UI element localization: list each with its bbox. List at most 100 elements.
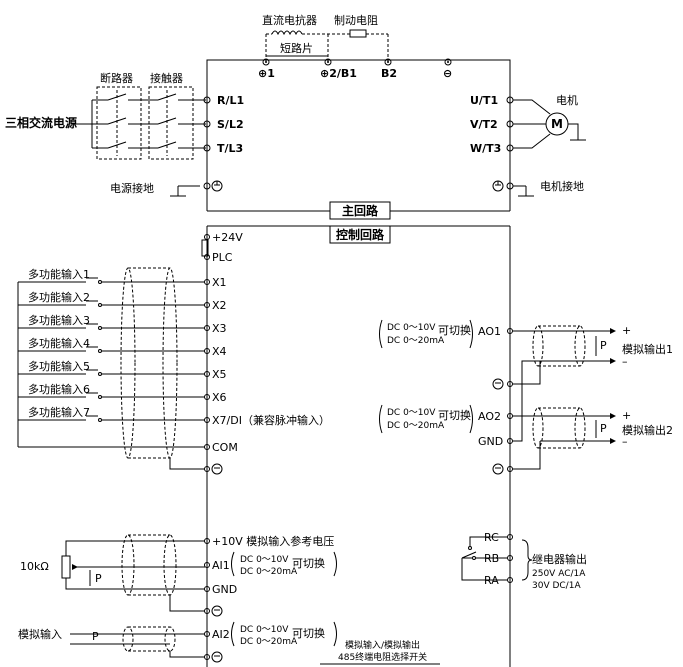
terminal-10v: +10V 模拟输入参考电压 [212,534,334,548]
svg-text:DC 0～10V: DC 0～10V [387,408,436,418]
contactor-label: 接触器 [150,71,183,85]
input-row-4: 多功能输入4 X4 [18,336,227,358]
relay-rating-ac: 250V AC/1A [532,569,586,579]
terminal-gnd-ao: GND [478,435,503,448]
shield-ellipse-right [162,267,178,459]
ground-icon [211,463,223,475]
svg-text:P: P [92,630,99,643]
svg-text:多功能输入4: 多功能输入4 [28,336,90,350]
terminal-x6: X6 [212,391,227,404]
terminal-x1: X1 [212,276,227,289]
resistor-icon [349,29,367,38]
switch-note-1: 模拟输入/模拟输出 [345,639,420,651]
motor-ground-icon [513,185,534,197]
ground-icon [170,185,200,197]
input-row-6: 多功能输入6 X6 [18,382,227,404]
terminal-gnd-ai: GND [212,583,237,596]
analog-input-label: 模拟输入 [18,627,62,641]
svg-text:+: + [622,409,631,422]
shield-ellipse-left [120,267,136,459]
relay-section: RC RB RA 继电器输出 250V AC/1A 30V DC/1A [461,531,587,591]
svg-text:可切换: 可切换 [438,408,471,422]
terminal-t-l3: T/L3 [217,142,243,155]
terminal-com: COM [212,441,238,454]
terminal-v-t2: V/T2 [470,118,498,131]
motor-label: 电机 [556,93,578,107]
breaker-box [96,86,142,160]
power-source-label: 三相交流电源 [5,115,77,130]
svg-text:P: P [600,339,607,352]
terminal-p1: ⊕1 [258,67,275,80]
motor-ground-label: 电机接地 [540,179,584,193]
svg-text:多功能输入5: 多功能输入5 [28,359,90,373]
svg-text:–: – [622,435,628,448]
terminal-ao2: AO2 [478,410,501,423]
svg-text:多功能输入3: 多功能输入3 [28,313,90,327]
terminal-r-l1: R/L1 [217,94,244,107]
analog-output-2-label: 模拟输出2 [622,423,673,437]
input-row-7: 多功能输入7 X7/DI（兼容脉冲输入） [18,405,330,427]
terminal-x2: X2 [212,299,227,312]
terminal-x3: X3 [212,322,227,335]
contactor-box [148,86,194,160]
digital-inputs-section: +24V PLC 多功能输入1 X1 多功能输入2 X2 多功能输入3 [17,231,330,475]
terminal-u-t1: U/T1 [470,94,498,107]
analog-outputs-section: DC 0～10V DC 0～20mA 可切换 AO1 DC 0～10V DC 0… [379,319,673,475]
terminal-w-t3: W/T3 [470,142,501,155]
motor-symbol: M [551,117,563,131]
control-circuit-label: 控制回路 [336,227,385,242]
input-row-3: 多功能输入3 X3 [18,313,227,335]
svg-text:DC 0～20mA: DC 0～20mA [240,637,298,647]
terminal-p2-b1: ⊕2/B1 [320,67,357,80]
input-row-1: 多功能输入1 X1 [18,267,227,289]
terminal-s-l2: S/L2 [217,118,244,131]
svg-text:可切换: 可切换 [438,323,471,337]
relay-title: 继电器输出 [532,552,587,566]
terminal-x4: X4 [212,345,227,358]
motor-output-section: U/T1 V/T2 W/T3 M 电机 电机接地 [470,93,586,197]
dc-bus-section: 直流电抗器 制动电阻 短路片 ⊕1 ⊕2/B1 B2 ⊖ [258,13,452,80]
svg-text:DC 0～10V: DC 0～10V [240,555,289,565]
terminal-ai1: AI1 [212,559,230,572]
svg-text:可切换: 可切换 [292,556,325,570]
analog-output-1-label: 模拟输出1 [622,342,673,356]
terminal-plc: PLC [212,251,233,264]
svg-text:可切换: 可切换 [292,626,325,640]
jumper-label: 短路片 [280,41,313,55]
terminal-24v: +24V [212,231,243,244]
terminal-x5: X5 [212,368,227,381]
terminal-b2: B2 [381,67,397,80]
analog-inputs-section: +10V 模拟输入参考电压 AI1 DC 0～10V DC 0～20mA 可切换… [18,534,440,665]
reactor-coil-icon [271,30,303,36]
main-circuit-label: 主回路 [342,203,379,218]
relay-rating-dc: 30V DC/1A [532,581,581,591]
dc-reactor-label: 直流电抗器 [262,13,317,27]
power-ground-label: 电源接地 [110,181,154,195]
phase-lines [72,90,206,156]
svg-text:多功能输入1: 多功能输入1 [28,267,90,281]
svg-text:+: + [622,324,631,337]
svg-text:DC 0～10V: DC 0～10V [240,625,289,635]
terminal-ao1: AO1 [478,325,501,338]
svg-text:DC 0～20mA: DC 0～20mA [240,567,298,577]
svg-text:P: P [600,422,607,435]
breaker-label: 断路器 [100,71,133,85]
brake-resistor-label: 制动电阻 [334,14,378,27]
terminal-ai2: AI2 [212,628,230,641]
input-row-5: 多功能输入5 X5 [18,359,227,381]
terminal-n: ⊖ [443,67,452,80]
potentiometer-icon [61,555,71,579]
svg-text:DC 0～20mA: DC 0～20mA [387,421,445,431]
power-input-section: 断路器 接触器 三相交流电源 R/L1 [5,71,244,197]
svg-text:多功能输入6: 多功能输入6 [28,382,90,396]
svg-text:–: – [622,355,628,368]
svg-text:P: P [95,572,102,585]
svg-text:多功能输入7: 多功能输入7 [28,405,90,419]
svg-text:DC 0～10V: DC 0～10V [387,323,436,333]
potentiometer-label: 10kΩ [20,560,49,573]
main-circuit-box: 主回路 [206,59,511,220]
svg-text:多功能输入2: 多功能输入2 [28,290,90,304]
input-row-2: 多功能输入2 X2 [18,290,227,312]
switch-note-2: 485终端电阻选择开关 [338,651,427,663]
